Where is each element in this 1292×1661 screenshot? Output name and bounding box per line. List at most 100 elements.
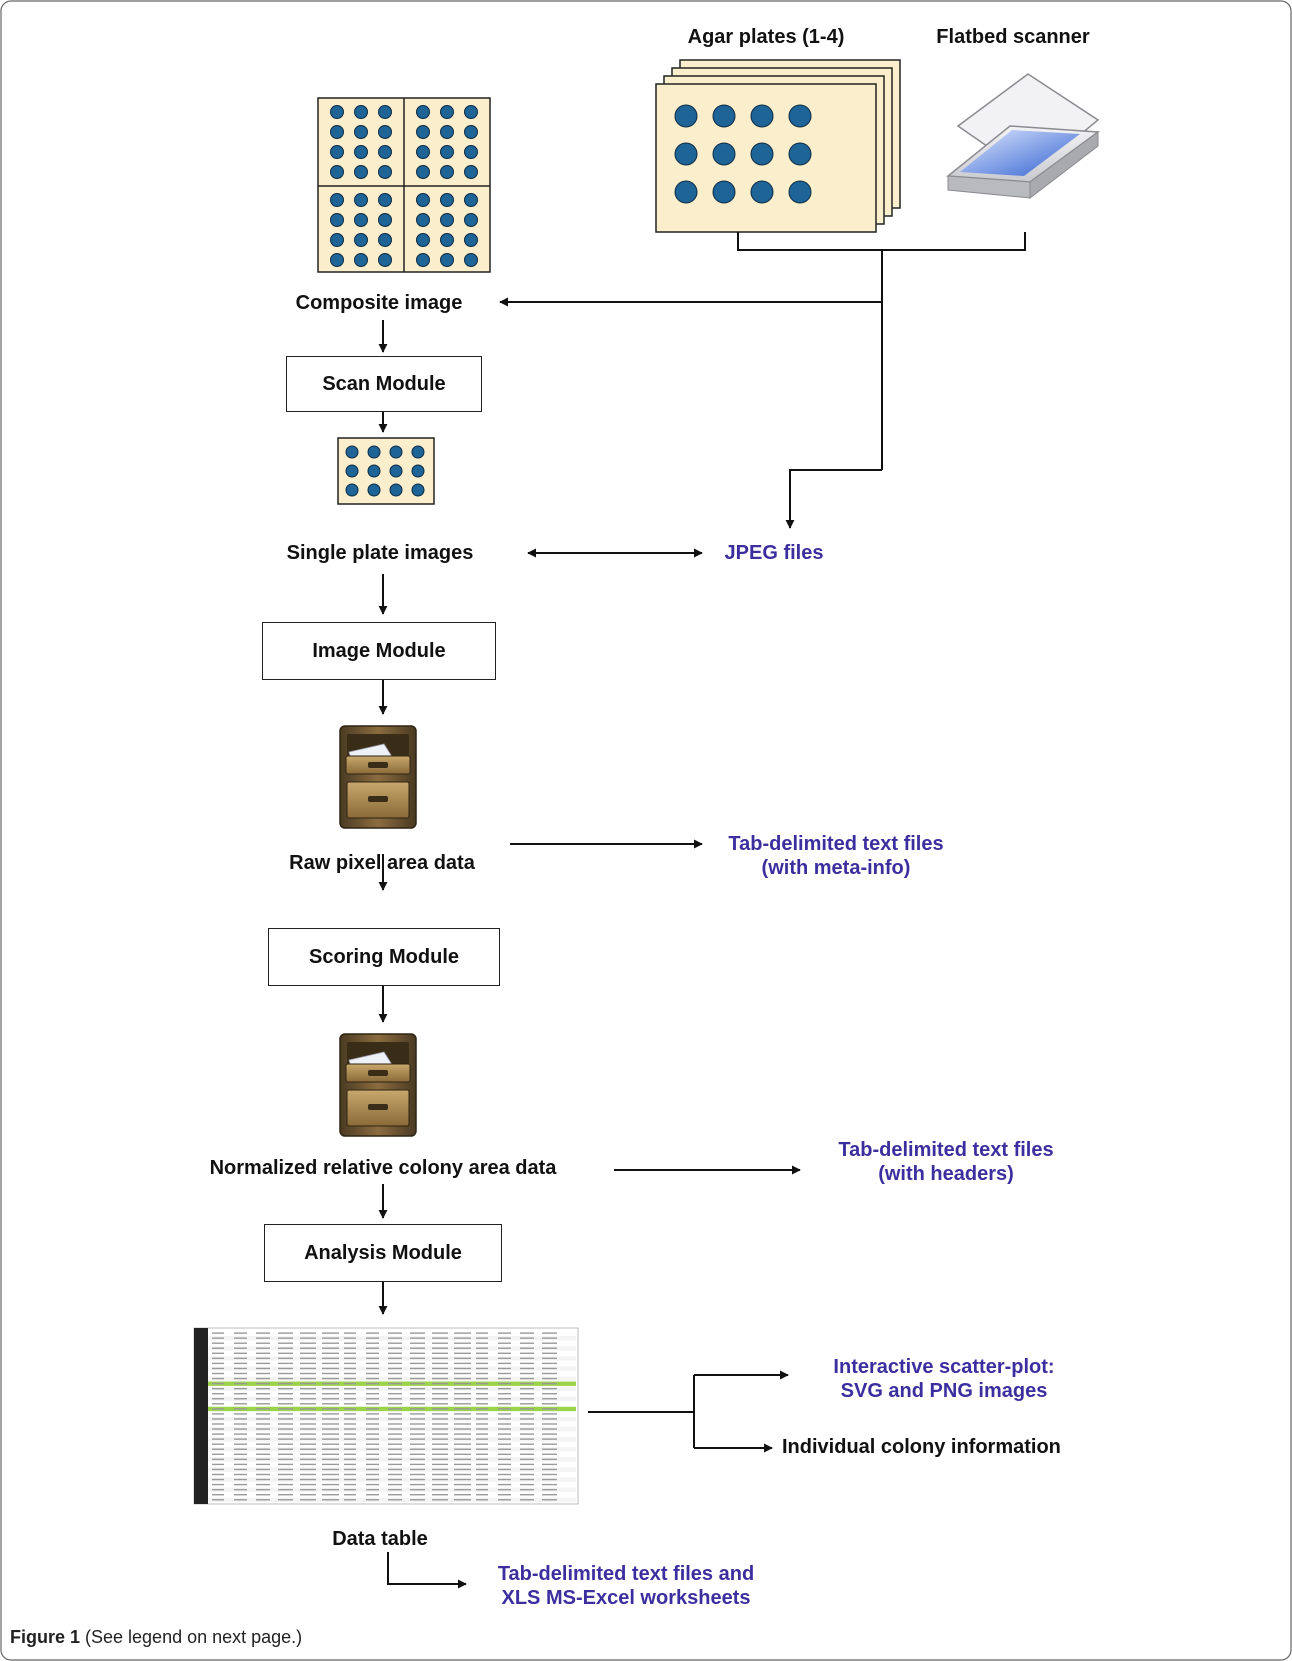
table-cell-text bbox=[278, 1403, 293, 1405]
table-cell-text bbox=[542, 1403, 557, 1405]
table-cell-text bbox=[234, 1403, 247, 1405]
table-cell-text bbox=[300, 1488, 316, 1491]
table-cell-text bbox=[212, 1377, 224, 1380]
table-cell-text bbox=[366, 1377, 379, 1380]
table-cell-text bbox=[322, 1433, 339, 1435]
table-cell-text bbox=[300, 1443, 316, 1445]
scan-module-box: Scan Module bbox=[286, 356, 482, 412]
table-cell-text bbox=[212, 1468, 224, 1471]
table-cell-text bbox=[498, 1387, 511, 1390]
table-cell-text bbox=[410, 1342, 425, 1344]
table-cell-text bbox=[322, 1499, 339, 1501]
table-cell-text bbox=[476, 1352, 488, 1354]
table-cell-text bbox=[454, 1342, 471, 1344]
colony-dot bbox=[378, 253, 392, 267]
table-cell-text bbox=[366, 1337, 379, 1339]
table-cell-text bbox=[388, 1428, 402, 1430]
table-cell-text bbox=[234, 1372, 247, 1375]
table-cell-text bbox=[410, 1423, 425, 1425]
table-cell-text bbox=[388, 1438, 402, 1440]
table-cell-text bbox=[498, 1342, 511, 1344]
table-cell-text bbox=[476, 1438, 488, 1440]
table-cell-text bbox=[234, 1418, 247, 1420]
table-cell-text bbox=[344, 1367, 356, 1370]
table-cell-text bbox=[212, 1398, 224, 1400]
table-cell-text bbox=[344, 1499, 356, 1501]
table-cell-text bbox=[256, 1433, 270, 1435]
table-cell-text bbox=[388, 1398, 402, 1400]
table-cell-text bbox=[278, 1352, 293, 1354]
table-cell-text bbox=[520, 1332, 534, 1334]
table-cell-text bbox=[410, 1448, 425, 1450]
table-cell-text bbox=[278, 1382, 293, 1385]
table-cell-text bbox=[234, 1357, 247, 1360]
table-cell-text bbox=[498, 1377, 511, 1380]
table-cell-text bbox=[454, 1387, 471, 1390]
table-cell-text bbox=[410, 1468, 425, 1471]
colony-dot bbox=[750, 104, 774, 128]
table-cell-text bbox=[366, 1448, 379, 1450]
table-cell-text bbox=[476, 1367, 488, 1370]
table-cell-text bbox=[278, 1418, 293, 1420]
table-cell-text bbox=[498, 1448, 511, 1450]
table-cell-text bbox=[542, 1473, 557, 1476]
table-cell-text bbox=[542, 1494, 557, 1496]
table-cell-text bbox=[476, 1337, 488, 1339]
table-cell-text bbox=[454, 1393, 471, 1395]
table-cell-text bbox=[520, 1423, 534, 1425]
colony-dot bbox=[378, 193, 392, 207]
table-cell-text bbox=[388, 1352, 402, 1354]
table-cell-text bbox=[300, 1382, 316, 1385]
table-cell-text bbox=[344, 1357, 356, 1360]
table-cell-text bbox=[212, 1494, 224, 1496]
table-cell-text bbox=[476, 1423, 488, 1425]
table-cell-text bbox=[322, 1463, 339, 1466]
table-cell-text bbox=[300, 1352, 316, 1354]
table-cell-text bbox=[234, 1453, 247, 1455]
agar-plates-stack-icon bbox=[655, 59, 901, 233]
table-cell-text bbox=[256, 1468, 270, 1471]
table-cell-text bbox=[256, 1362, 270, 1365]
table-cell-text bbox=[410, 1387, 425, 1390]
table-cell-text bbox=[234, 1362, 247, 1365]
table-cell-text bbox=[366, 1398, 379, 1400]
table-cell-text bbox=[542, 1387, 557, 1390]
scoring-module-box: Scoring Module bbox=[268, 928, 500, 986]
caption-text: (See legend on next page.) bbox=[80, 1627, 303, 1647]
table-cell-text bbox=[498, 1423, 511, 1425]
table-cell-text bbox=[454, 1408, 471, 1410]
table-cell-text bbox=[300, 1453, 316, 1455]
table-cell-text bbox=[454, 1499, 471, 1501]
table-cell-text bbox=[388, 1387, 402, 1390]
table-cell-text bbox=[300, 1377, 316, 1380]
table-cell-text bbox=[322, 1448, 339, 1450]
table-cell-text bbox=[410, 1377, 425, 1380]
table-cell-text bbox=[542, 1443, 557, 1445]
table-cell-text bbox=[366, 1367, 379, 1370]
table-cell-text bbox=[542, 1423, 557, 1425]
table-cell-text bbox=[454, 1337, 471, 1339]
table-cell-text bbox=[278, 1357, 293, 1360]
table-cell-text bbox=[344, 1428, 356, 1430]
table-cell-text bbox=[454, 1418, 471, 1420]
table-cell-text bbox=[212, 1448, 224, 1450]
table-cell-text bbox=[212, 1483, 224, 1486]
colony-dot bbox=[440, 165, 454, 179]
table-cell-text bbox=[256, 1377, 270, 1380]
table-cell-text bbox=[322, 1423, 339, 1425]
flatbed-scanner-icon bbox=[946, 73, 1101, 200]
table-cell-text bbox=[300, 1423, 316, 1425]
table-cell-text bbox=[366, 1382, 379, 1385]
table-cell-text bbox=[366, 1372, 379, 1375]
colony-dot bbox=[712, 142, 736, 166]
table-cell-text bbox=[278, 1372, 293, 1375]
table-cell-text bbox=[344, 1453, 356, 1455]
table-cell-text bbox=[344, 1418, 356, 1420]
table-cell-text bbox=[498, 1398, 511, 1400]
table-cell-text bbox=[432, 1347, 448, 1349]
table-cell-text bbox=[366, 1483, 379, 1486]
table-cell-text bbox=[476, 1387, 488, 1390]
table-cell-text bbox=[344, 1483, 356, 1486]
table-cell-text bbox=[476, 1372, 488, 1375]
table-cell-text bbox=[322, 1428, 339, 1430]
